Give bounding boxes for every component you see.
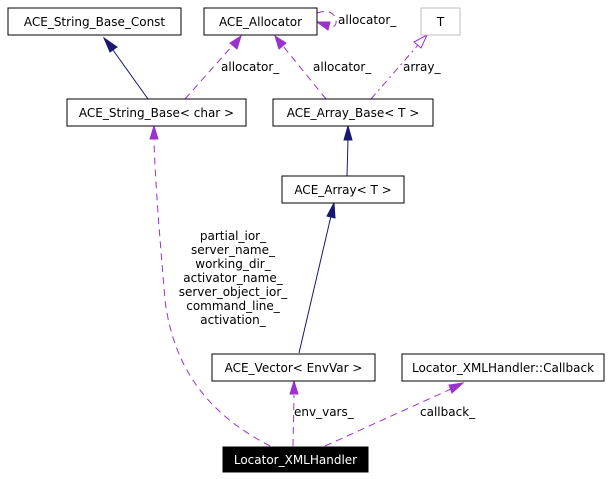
label-string-members: partial_ior_ server_name_ working_dir_ a… — [179, 229, 289, 327]
node-ace-array-base-t[interactable]: ACE_Array_Base< T > — [272, 98, 434, 127]
node-ace-string-base-const[interactable]: ACE_String_Base_Const — [7, 7, 182, 36]
node-label: ACE_String_Base_Const — [24, 15, 166, 29]
edge-allocator-self — [315, 11, 337, 31]
label-allocator-self: allocator_ — [338, 13, 397, 27]
edge-callback-to-handler — [324, 382, 465, 447]
node-label: ACE_Vector< EnvVar > — [225, 361, 363, 375]
node-ace-array-t[interactable]: ACE_Array< T > — [281, 175, 405, 204]
edge-string-base-to-handler — [149, 124, 271, 447]
node-label: T — [436, 15, 445, 29]
label-env-vars: env_vars_ — [294, 405, 355, 419]
edge-vector-inherits-array — [298, 201, 336, 354]
node-label: Locator_XMLHandler::Callback — [412, 361, 594, 375]
label-server-object-ior: server_object_ior_ — [179, 285, 289, 299]
node-label: ACE_Allocator — [219, 15, 302, 29]
node-ace-allocator[interactable]: ACE_Allocator — [203, 7, 318, 36]
node-label: ACE_String_Base< char > — [79, 106, 234, 120]
node-locator-callback[interactable]: Locator_XMLHandler::Callback — [401, 353, 605, 382]
node-ace-vector-envvar[interactable]: ACE_Vector< EnvVar > — [211, 353, 376, 382]
edge-allocator-to-string-base — [184, 34, 242, 100]
label-allocator-string-base: allocator_ — [221, 60, 280, 74]
label-activator-name: activator_name_ — [183, 271, 283, 285]
label-allocator-array-base: allocator_ — [313, 60, 372, 74]
edge-t-to-array-base — [370, 33, 429, 100]
node-label: ACE_Array< T > — [294, 183, 391, 197]
node-locator-xmlhandler[interactable]: Locator_XMLHandler — [222, 446, 369, 473]
label-partial-ior: partial_ior_ — [200, 229, 267, 243]
label-command-line: command_line_ — [186, 299, 281, 313]
label-callback: callback_ — [420, 405, 476, 419]
label-activation: activation_ — [200, 313, 266, 327]
edge-string-base-inherits-const — [102, 36, 149, 100]
label-working-dir: working_dir_ — [195, 257, 271, 271]
node-ace-string-base-char[interactable]: ACE_String_Base< char > — [66, 98, 247, 127]
node-t-template-param[interactable]: T — [420, 7, 461, 36]
label-t-array: array_ — [403, 60, 441, 74]
edge-vector-to-handler — [289, 379, 299, 447]
edge-array-inherits-array-base — [343, 124, 353, 177]
label-server-name: server_name_ — [191, 243, 276, 257]
node-label: Locator_XMLHandler — [234, 453, 357, 467]
edge-allocator-to-array-base — [274, 34, 327, 100]
node-label: ACE_Array_Base< T > — [287, 106, 420, 120]
